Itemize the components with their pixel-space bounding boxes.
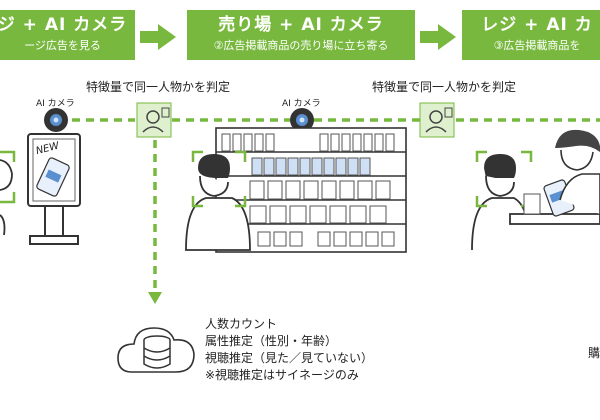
- analysis-info-list: 人数カウント 属性推定（性別・年齢） 視聴推定（見た／見ていない） ※視聴推定は…: [205, 316, 373, 384]
- step-title: 売り場 + AI カメラ: [218, 15, 384, 35]
- person-match-icon: [419, 102, 455, 138]
- shelf-products: [221, 133, 395, 247]
- camera-label: AI カメラ: [36, 99, 75, 109]
- step-subtitle: ージ広告を見る: [24, 39, 101, 52]
- person-match-icon: [136, 102, 172, 138]
- face-detect-frame: [191, 150, 247, 208]
- camera-icon: [290, 108, 314, 132]
- person-right: [471, 154, 527, 251]
- step-box-signage: ジ + AI カメラ ージ広告を見る: [0, 10, 135, 60]
- cut-off-text: 購: [588, 346, 600, 360]
- person-middle: [185, 154, 251, 251]
- step-subtitle: ②広告掲載商品の売り場に立ち寄る: [213, 39, 389, 52]
- person-match-label: 特徴量で同一人物かを判定: [86, 80, 231, 94]
- dashed-connection-line: [72, 118, 600, 292]
- person-match-label: 特徴量で同一人物かを判定: [372, 80, 517, 94]
- step-arrow-1: [140, 24, 176, 50]
- person-left: [0, 159, 13, 236]
- step-title: レジ + AI カ: [481, 15, 593, 35]
- step-box-sales-floor: 売り場 + AI カメラ ②広告掲載商品の売り場に立ち寄る: [187, 10, 415, 60]
- digital-signage: [27, 133, 81, 245]
- step-arrow-2: [420, 24, 456, 50]
- face-detect-frame: [0, 150, 16, 204]
- info-line: 属性推定（性別・年齢）: [205, 334, 338, 348]
- down-arrow-head: [148, 292, 162, 304]
- info-line: ※視聴推定はサイネージのみ: [205, 368, 359, 382]
- camera-label: AI カメラ: [282, 99, 321, 109]
- step-box-register: レジ + AI カ ③広告掲載商品を: [462, 10, 600, 60]
- info-line: 視聴推定（見た／見ていない）: [205, 351, 374, 365]
- store-clerk: [555, 129, 600, 214]
- camera-icon: [44, 108, 68, 132]
- step-subtitle: ③広告掲載商品を: [493, 39, 581, 52]
- step-title: ジ + AI カメラ: [0, 15, 128, 35]
- info-line: 人数カウント: [205, 317, 278, 331]
- cloud-database-icon: [117, 327, 195, 373]
